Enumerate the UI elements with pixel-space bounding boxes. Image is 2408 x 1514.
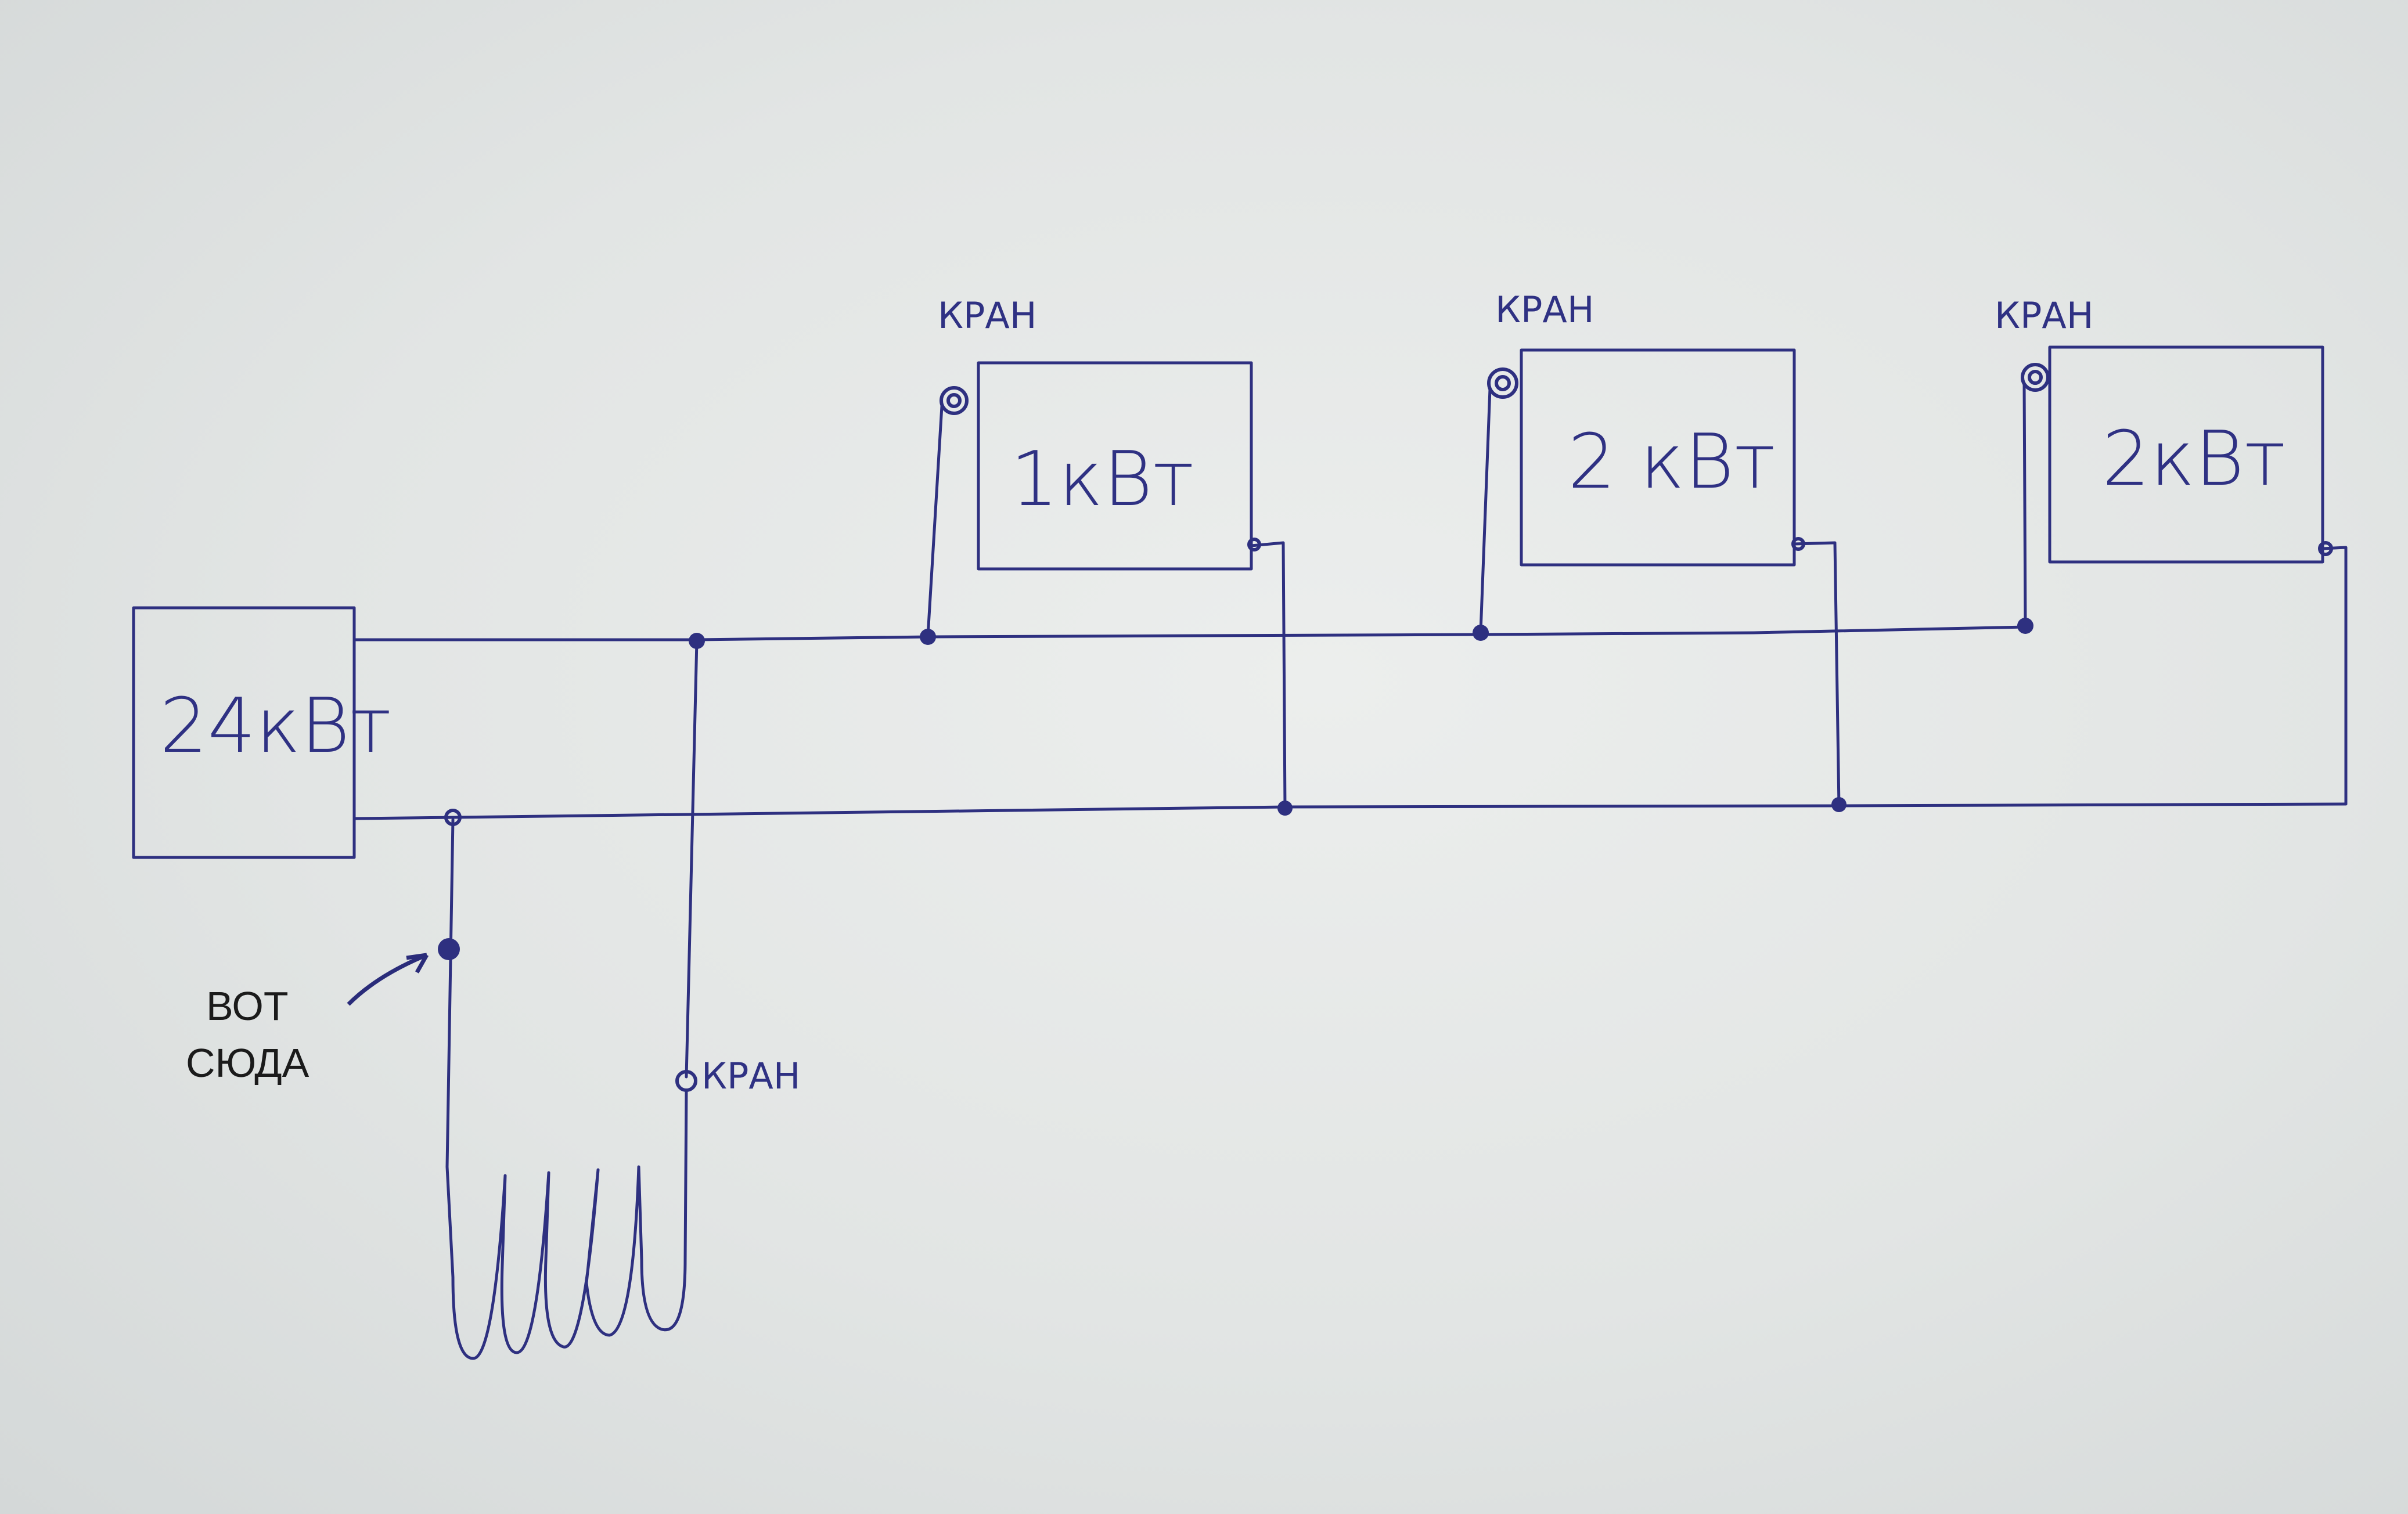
radiator-1: 1кВт КРАН bbox=[920, 294, 1293, 816]
radiator-1-return-junction bbox=[1277, 801, 1293, 816]
radiator-2-return-riser bbox=[1792, 541, 1841, 808]
pointer-note-line1: ВОТ bbox=[206, 983, 289, 1029]
radiator-3-body bbox=[2048, 345, 2324, 564]
pointer-note: ВОТ СЮДА bbox=[186, 953, 429, 1086]
radiator-2-valve-label: КРАН bbox=[1495, 289, 1594, 331]
floor-loop-return-line bbox=[445, 818, 455, 1169]
radiator-3-return-riser bbox=[2321, 546, 2348, 806]
boiler-box bbox=[132, 606, 356, 859]
radiator-3-valve-inner bbox=[2028, 370, 2043, 385]
radiator-1-supply-junction bbox=[920, 629, 936, 645]
radiator-2-return-junction bbox=[1831, 797, 1847, 812]
pointer-note-line2: СЮДА bbox=[186, 1040, 309, 1086]
return-pipe bbox=[352, 802, 2348, 820]
radiator-1-outlet bbox=[1247, 538, 1261, 551]
radiator-3-supply-riser bbox=[2022, 381, 2027, 626]
radiator-1-valve-icon bbox=[940, 386, 969, 415]
boiler: 24кВт bbox=[132, 606, 391, 859]
floor-loop-valve-label: КРАН bbox=[701, 1055, 800, 1097]
radiator-3-valve-label: КРАН bbox=[1995, 294, 2093, 337]
radiator-1-power-label: 1кВт bbox=[1010, 435, 1194, 523]
radiator-3-power-label: 2кВт bbox=[2102, 414, 2285, 503]
radiator-2-power-label: 2 кВт bbox=[1568, 417, 1776, 506]
radiator-3-outlet bbox=[2318, 541, 2333, 556]
floor-loop: КРАН bbox=[438, 633, 800, 1360]
radiator-1-valve-label: КРАН bbox=[938, 294, 1036, 337]
pointer-arrow bbox=[347, 953, 428, 1006]
boiler-label: 24кВт bbox=[160, 682, 391, 770]
radiator-2-outlet bbox=[1791, 537, 1805, 551]
pointer-arrowhead bbox=[406, 953, 429, 974]
radiator-3-supply-junction bbox=[2017, 618, 2033, 634]
radiator-2: 2 кВт КРАН bbox=[1473, 289, 1847, 812]
radiator-1-return-riser bbox=[1250, 541, 1287, 810]
radiator-2-supply-junction bbox=[1473, 625, 1489, 641]
radiator-1-body bbox=[977, 361, 1253, 571]
radiator-2-supply-riser bbox=[1479, 387, 1492, 633]
floor-loop-supply-line bbox=[685, 639, 699, 1079]
target-point-marker bbox=[438, 938, 460, 960]
radiator-1-supply-riser bbox=[926, 405, 944, 637]
radiator-1-valve-inner bbox=[946, 393, 962, 408]
supply-pipe bbox=[352, 625, 2028, 641]
floor-loop-serpentine bbox=[445, 1088, 688, 1360]
radiator-3-valve-icon bbox=[2021, 363, 2050, 392]
radiator-2-body bbox=[1520, 348, 1796, 567]
radiator-2-valve-icon bbox=[1487, 367, 1518, 399]
radiator-2-valve-inner bbox=[1495, 375, 1511, 391]
radiator-3: 2кВт КРАН bbox=[1995, 294, 2348, 806]
